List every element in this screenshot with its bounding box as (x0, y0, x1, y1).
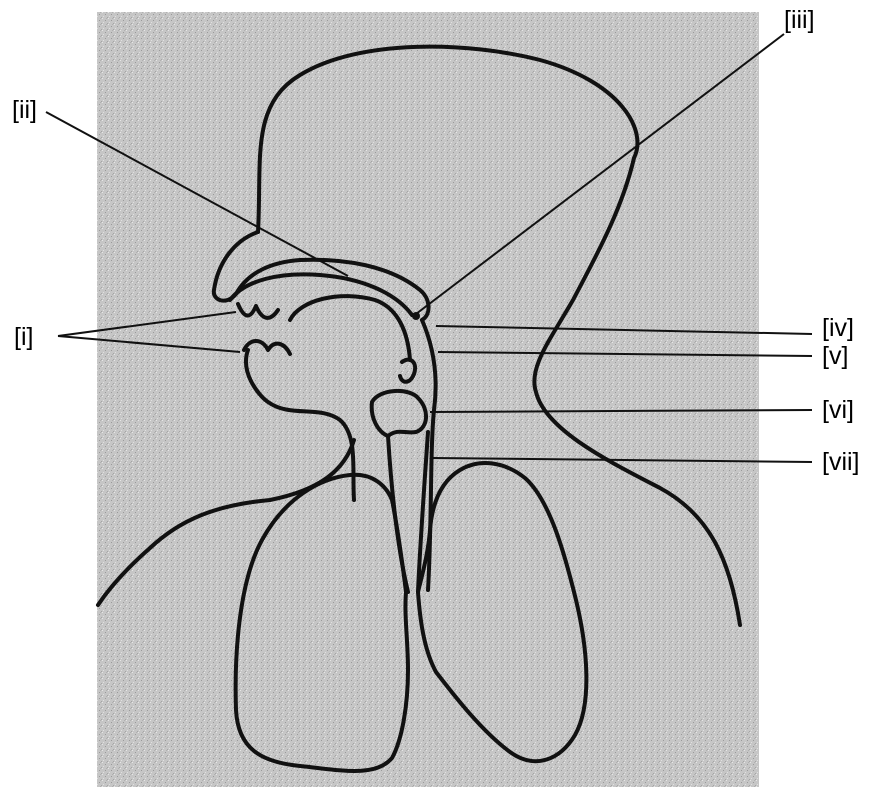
label-ii: [ii] (12, 98, 37, 123)
label-v: [v] (822, 344, 848, 369)
label-i: [i] (14, 325, 33, 350)
label-vii: [vii] (822, 450, 860, 475)
pointer-dot-iii (412, 312, 420, 320)
label-iv: [iv] (822, 316, 854, 341)
label-vi: [vi] (822, 398, 854, 423)
label-iii: [iii] (784, 8, 815, 33)
